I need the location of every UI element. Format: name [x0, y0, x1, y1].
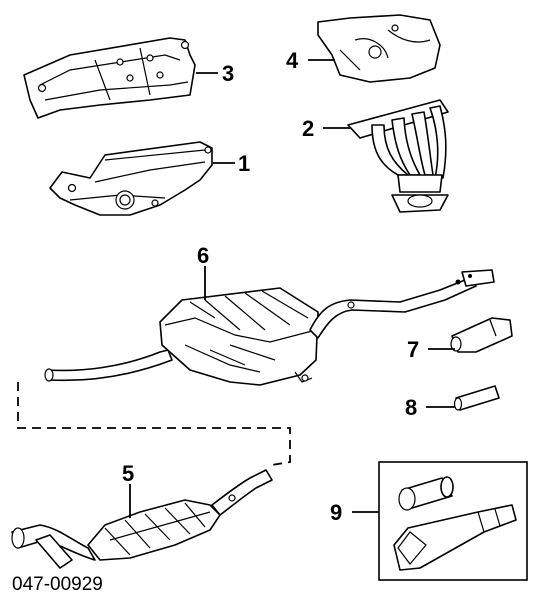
connection-dashed-line	[17, 382, 291, 466]
callout-5: 5	[122, 461, 134, 486]
callout-6: 6	[197, 243, 209, 268]
part-3-manifold-heat-shield	[23, 37, 196, 119]
part-7-tail-pipe-extension	[450, 317, 513, 353]
drawing-code: 047-00929	[12, 574, 103, 595]
callout-1: 1	[238, 151, 250, 176]
part-1-manifold-heat-shield	[49, 141, 213, 216]
part-4-manifold-cover	[317, 14, 441, 83]
part-9-tail-pipe-tips	[393, 476, 517, 571]
callout-8: 8	[405, 395, 417, 420]
part-8-pipe-insert	[453, 385, 500, 411]
callout-4: 4	[286, 48, 299, 73]
callout-7: 7	[407, 337, 419, 362]
callout-9: 9	[330, 500, 342, 525]
part-6-muffler-assembly	[44, 269, 495, 386]
part-2-exhaust-manifold	[347, 99, 449, 213]
callout-2: 2	[302, 116, 314, 141]
part-5-catalytic-converter	[11, 469, 273, 569]
callout-3: 3	[222, 61, 234, 86]
